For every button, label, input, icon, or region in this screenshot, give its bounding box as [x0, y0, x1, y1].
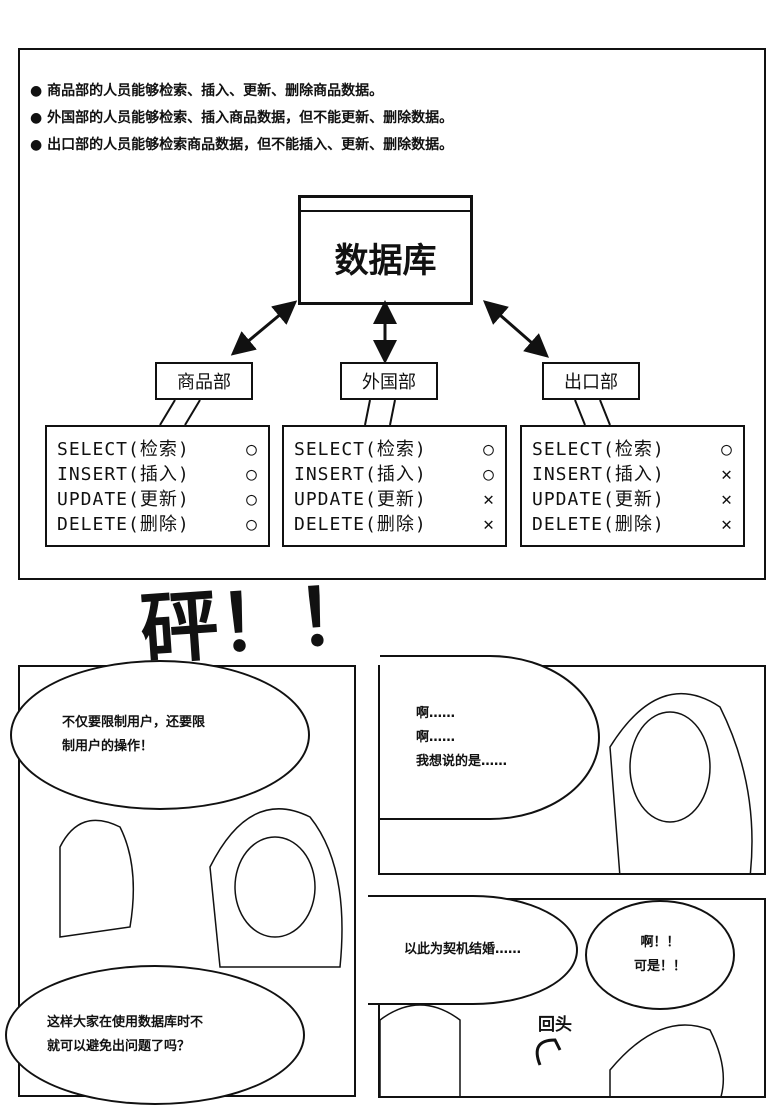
speech-bubble: 这样大家在使用数据库时不就可以避免出问题了吗？ [5, 965, 305, 1105]
arrows [159, 300, 611, 426]
dept-label: 商品部 [155, 362, 253, 400]
sound-effect: 回头 [538, 1015, 572, 1035]
speech-bubble: 不仅要限制用户，还要限制用户的操作！ [10, 660, 310, 810]
database-box: 数据库 [298, 195, 473, 305]
characters-illustration [380, 1004, 725, 1096]
permission-box: SELECT(检索)○ INSERT(插入)✕ UPDATE(更新)✕ DELE… [520, 425, 745, 547]
character-illustration [609, 692, 753, 873]
permission-box: SELECT(检索)○ INSERT(插入)○ UPDATE(更新)○ DELE… [45, 425, 270, 547]
arrow [230, 300, 298, 356]
dept-label: 外国部 [340, 362, 438, 400]
bullet-list: 商品部的人员能够检索、插入、更新、删除商品数据。 外国部的人员能够检索、插入商品… [30, 78, 453, 159]
bullet: 外国部的人员能够检索、插入商品数据，但不能更新、删除数据。 [30, 105, 453, 132]
speech-bubble: 啊！！可是！！ [585, 900, 735, 1010]
permission-box: SELECT(检索)○ INSERT(插入)○ UPDATE(更新)✕ DELE… [282, 425, 507, 547]
bullet: 出口部的人员能够检索商品数据，但不能插入、更新、删除数据。 [30, 132, 453, 159]
characters-illustration [59, 808, 343, 968]
dept-label: 出口部 [542, 362, 640, 400]
arrow [482, 300, 550, 358]
speech-bubble: 啊……啊……我想说的是…… [380, 655, 600, 820]
database-label: 数据库 [334, 240, 437, 281]
speech-bubble: 以此为契机结婚…… [368, 895, 578, 1005]
bullet: 商品部的人员能够检索、插入、更新、删除商品数据。 [30, 78, 453, 105]
